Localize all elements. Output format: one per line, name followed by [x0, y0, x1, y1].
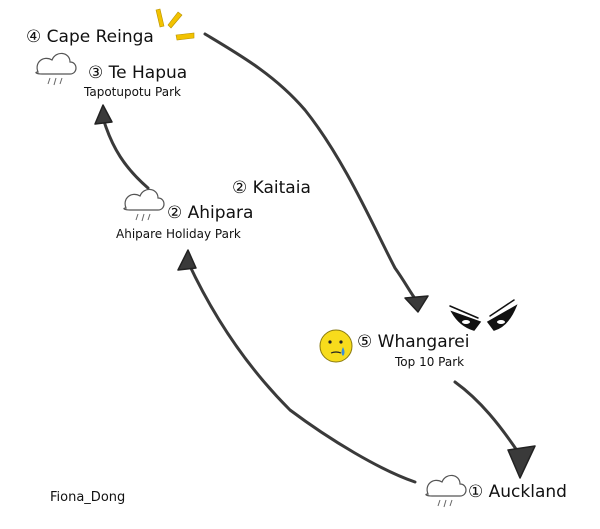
- sublabel-te-hapua: Tapotupotu Park: [84, 85, 181, 99]
- angry-eyes-icon: [449, 299, 518, 331]
- rain-cloud-icon: [35, 52, 77, 86]
- arrowhead-whangarei: [404, 295, 429, 313]
- label-te-hapua: ③ Te Hapua: [88, 63, 187, 83]
- sublabel-ahipara: Ahipare Holiday Park: [116, 227, 241, 241]
- sun-ray-icon: [155, 8, 195, 41]
- rain-cloud-icon: [425, 474, 467, 508]
- label-whangarei: ⑤ Whangarei: [357, 332, 469, 352]
- stop-number: ⑤: [357, 332, 373, 352]
- stop-name: Whangarei: [377, 332, 470, 352]
- crying-face-icon: [319, 329, 353, 363]
- signature: Fiona_Dong: [50, 490, 126, 505]
- route-whangarei-auckland: [453, 380, 522, 457]
- stop-number: ①: [468, 482, 484, 502]
- stop-name: Auckland: [488, 482, 567, 502]
- stop-number: ④: [26, 27, 42, 47]
- stop-name: Ahipara: [187, 203, 254, 223]
- label-cape-reinga: ④ Cape Reinga: [26, 27, 154, 47]
- stop-name: Kaitaia: [252, 178, 311, 198]
- label-kaitaia: ② Kaitaia: [232, 178, 311, 198]
- route-auckland-ahipara: [186, 260, 417, 484]
- route-ahipara-tehapua: [101, 116, 150, 190]
- stop-name: Cape Reinga: [46, 27, 154, 47]
- arrowhead-auckland: [507, 445, 536, 479]
- label-ahipara: ② Ahipara: [167, 203, 253, 223]
- stop-number: ②: [167, 203, 183, 223]
- stop-name: Te Hapua: [108, 63, 188, 83]
- route-capereinga-whangarei: [203, 32, 418, 302]
- stop-number: ②: [232, 178, 248, 198]
- stop-number: ③: [88, 63, 104, 83]
- sublabel-whangarei: Top 10 Park: [395, 355, 465, 369]
- arrowhead-tehapua: [94, 104, 113, 125]
- label-auckland: ① Auckland: [468, 482, 567, 502]
- arrowhead-ahipara: [177, 249, 197, 271]
- rain-cloud-icon: [123, 188, 165, 222]
